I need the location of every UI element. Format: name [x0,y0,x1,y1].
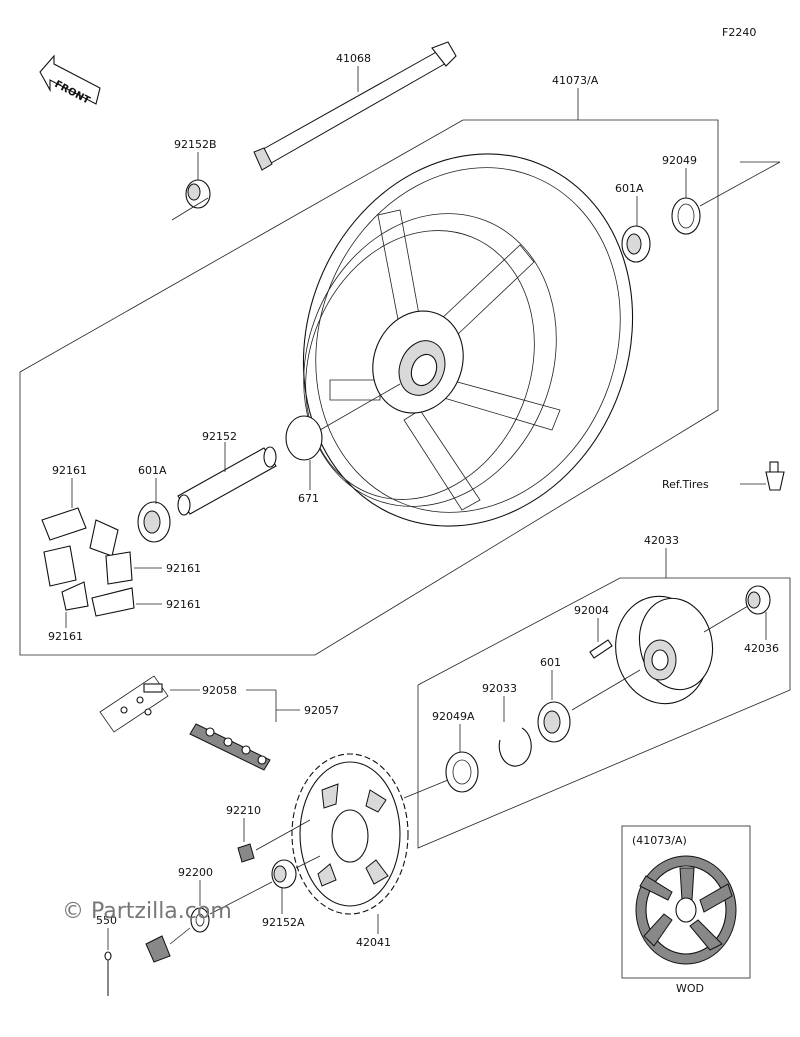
stud-92004 [589,639,613,659]
axle-41068 [253,41,457,171]
chain-joint-92058 [99,675,169,733]
spacer-92152 [177,446,277,516]
seal-92049 [671,197,701,235]
front-arrow-icon: FRONT [39,54,101,107]
label-41068: 41068 [336,52,371,65]
coupling-42033 [615,595,714,705]
bearing-601 [537,701,571,743]
label-92152B: 92152B [174,138,217,151]
label-92152: 92152 [202,430,237,443]
figure-code: F2240 [722,26,756,39]
label-550: 550 [96,914,117,927]
label-601A-top: 601A [615,182,644,195]
bearing-601A-top [621,225,651,263]
rear-sprocket-42041 [291,753,409,915]
label-671: 671 [298,492,319,505]
label-92161-d: 92161 [48,630,83,643]
watermark: © Partzilla.com [62,899,232,924]
label-92161-b: 92161 [166,562,201,575]
label-92049: 92049 [662,154,697,167]
collar-42036 [745,585,771,615]
damper-rubbers-92161 [41,507,135,617]
label-42036: 42036 [744,642,779,655]
label-92049A: 92049A [432,710,475,723]
label-92210: 92210 [226,804,261,817]
label-92152A: 92152A [262,916,305,929]
label-92161-c: 92161 [166,598,201,611]
nut-92210 [237,843,255,863]
inset-title: (41073/A) [632,834,687,847]
cotter-pin-550 [104,951,112,996]
drive-chain-92057 [189,723,271,771]
seal-92049A [445,751,479,793]
rear-wheel [302,153,634,527]
wheel-assembly-box [19,119,719,656]
label-601: 601 [540,656,561,669]
label-92058: 92058 [202,684,237,697]
label-92033: 92033 [482,682,517,695]
inset-wheel-wod: (41073/A) WOD [621,825,751,995]
label-92200: 92200 [178,866,213,879]
tire-valve-icon [765,461,785,491]
circlip-92033 [498,727,532,767]
castle-nut [145,935,171,963]
label-ref-tires: Ref.Tires [662,478,709,491]
label-41073A: 41073/A [552,74,599,87]
label-92057: 92057 [304,704,339,717]
label-92161-a: 92161 [52,464,87,477]
washer-92200 [190,907,210,933]
o-ring-671 [285,415,323,461]
hub-assembly-box [417,577,791,849]
label-42041: 42041 [356,936,391,949]
inset-caption: WOD [676,982,704,995]
bearing-601A-mid [137,501,171,543]
label-42033: 42033 [644,534,679,547]
label-92004: 92004 [574,604,609,617]
collar-92152B [185,179,211,209]
collar-92152A [271,859,297,889]
label-601A-mid: 601A [138,464,167,477]
